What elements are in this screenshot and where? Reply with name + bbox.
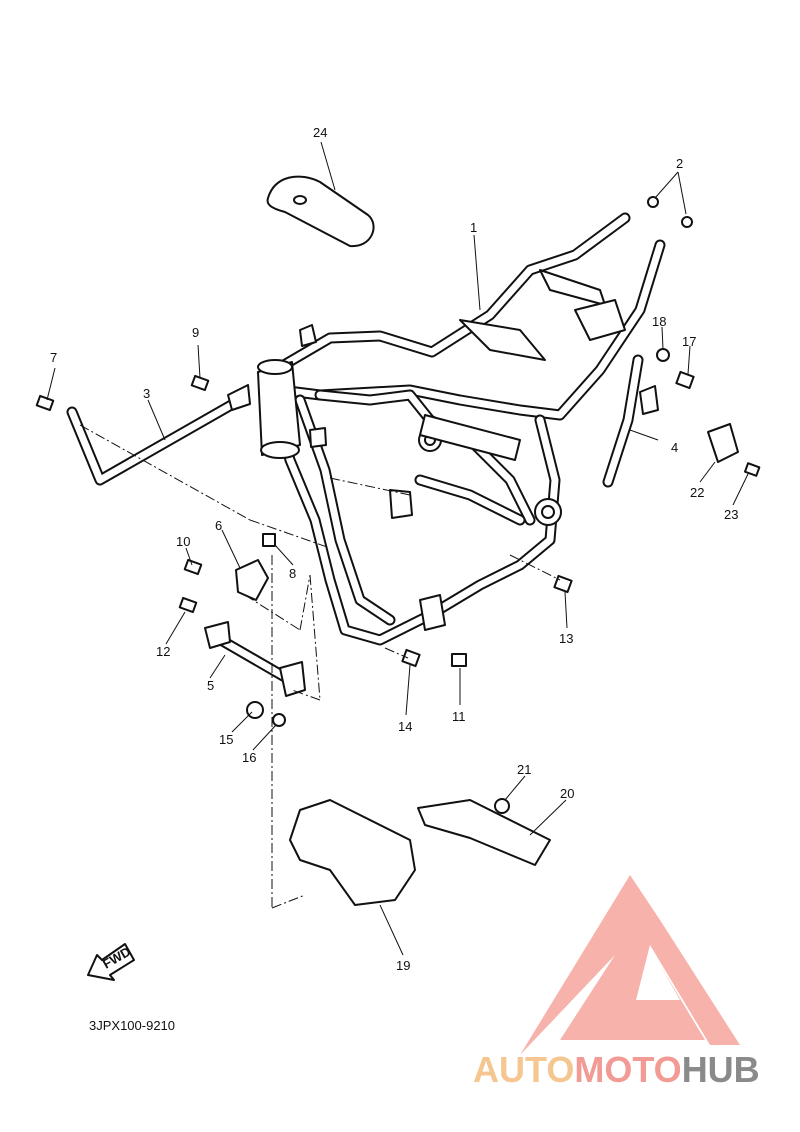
callout-18: 18 xyxy=(652,314,666,329)
callout-8: 8 xyxy=(289,566,296,581)
assembly-lines xyxy=(79,424,561,909)
callout-23: 23 xyxy=(724,507,738,522)
callout-14: 14 xyxy=(398,719,412,734)
front-stay xyxy=(66,384,251,486)
engine-bracket xyxy=(235,559,269,601)
rear-stay xyxy=(602,354,659,488)
callout-17: 17 xyxy=(682,334,696,349)
callout-12: 12 xyxy=(156,644,170,659)
fwd-arrow: FWD xyxy=(87,943,135,981)
callout-16: 16 xyxy=(242,750,256,765)
grommet xyxy=(494,798,510,814)
callout-7: 7 xyxy=(50,350,57,365)
clamp-bracket xyxy=(707,423,739,463)
callout-22: 22 xyxy=(690,485,704,500)
lower-cover xyxy=(289,799,416,906)
callout-13: 13 xyxy=(559,631,573,646)
callout-24: 24 xyxy=(313,125,327,140)
callout-21: 21 xyxy=(517,762,531,777)
watermark-part-moto: MOTO xyxy=(574,1049,681,1090)
callout-10: 10 xyxy=(176,534,190,549)
main-frame xyxy=(257,212,666,646)
fasteners xyxy=(35,348,761,727)
watermark-part-hub: HUB xyxy=(682,1049,760,1090)
callout-20: 20 xyxy=(560,786,574,801)
leader-lines xyxy=(46,141,749,956)
callout-19: 19 xyxy=(396,958,410,973)
watermark-logo xyxy=(520,875,740,1055)
callout-15: 15 xyxy=(219,732,233,747)
diagram-code: 3JPX100-9210 xyxy=(89,1018,175,1033)
cap-pair xyxy=(647,196,693,228)
lower-stay xyxy=(204,621,306,697)
frame-cover xyxy=(266,175,375,248)
callout-3: 3 xyxy=(143,386,150,401)
callout-5: 5 xyxy=(207,678,214,693)
callout-1: 1 xyxy=(470,220,477,235)
callout-9: 9 xyxy=(192,325,199,340)
side-cover xyxy=(417,799,551,866)
callout-labels: 1 2 3 4 5 6 7 8 9 10 11 12 13 14 15 16 1… xyxy=(50,125,738,973)
callout-11: 11 xyxy=(452,709,466,724)
callout-4: 4 xyxy=(671,440,678,455)
watermark-text: AUTOMOTOHUB xyxy=(473,1049,760,1090)
callout-2: 2 xyxy=(676,156,683,171)
watermark-part-auto: AUTO xyxy=(473,1049,574,1090)
callout-6: 6 xyxy=(215,518,222,533)
